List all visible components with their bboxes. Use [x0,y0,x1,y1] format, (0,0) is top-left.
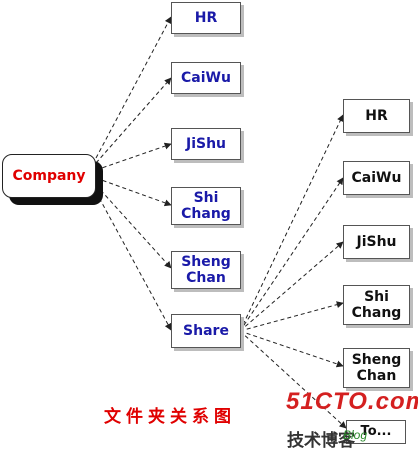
edge-share-jishu [239,241,344,332]
share-child-label: HR [365,108,388,124]
share-child-caiwu: CaiWu [343,161,410,195]
share-child-jishu: JiShu [343,225,410,259]
diagram-caption: 文件夹关系图 [104,407,236,427]
level1-node-hr: HR [171,2,241,34]
level1-node-label: Sheng Chan [181,254,231,286]
level1-node-shengchan: Sheng Chan [171,251,241,289]
edge-share-to [239,330,347,429]
watermark-blog-text: 技术博客 [287,431,355,451]
edge-share-hr [239,114,344,332]
watermark-site: 51CTO.com [286,388,418,415]
share-child-shichang: Shi Chang [343,285,410,325]
level1-node-label: JiShu [185,136,227,152]
level1-node-caiwu: CaiWu [171,62,241,94]
level1-node-label: Shi Chang [181,190,231,222]
edge-company-caiwu [95,77,172,164]
edge-company-shengchan [95,184,172,269]
level1-node-shichang: Shi Chang [171,187,241,225]
edge-share-caiwu [239,177,344,332]
level1-node-share: Share [171,314,241,348]
share-child-to: To... [346,420,406,444]
edge-company-jishu [95,142,172,171]
company-node: Company [2,154,96,198]
watermark-blog-suffix: Blog [343,428,368,442]
company-label: Company [12,168,86,184]
share-child-hr: HR [343,99,410,133]
level1-node-jishu: JiShu [171,128,241,160]
level1-node-label: Share [183,323,229,339]
edge-share-shengchan [239,330,344,368]
level1-node-label: CaiWu [181,70,231,86]
share-child-label: To... [360,424,392,439]
share-child-label: Shi Chang [351,289,402,321]
share-child-label: CaiWu [351,170,402,186]
share-child-label: JiShu [356,234,397,250]
edge-share-shichang [239,301,344,332]
level1-node-label: HR [194,10,218,26]
share-child-shengchan: Sheng Chan [343,348,410,388]
edge-company-hr [95,16,172,159]
edge-company-shichang [95,177,172,207]
share-child-label: Sheng Chan [351,352,402,384]
edge-company-share [95,191,172,331]
